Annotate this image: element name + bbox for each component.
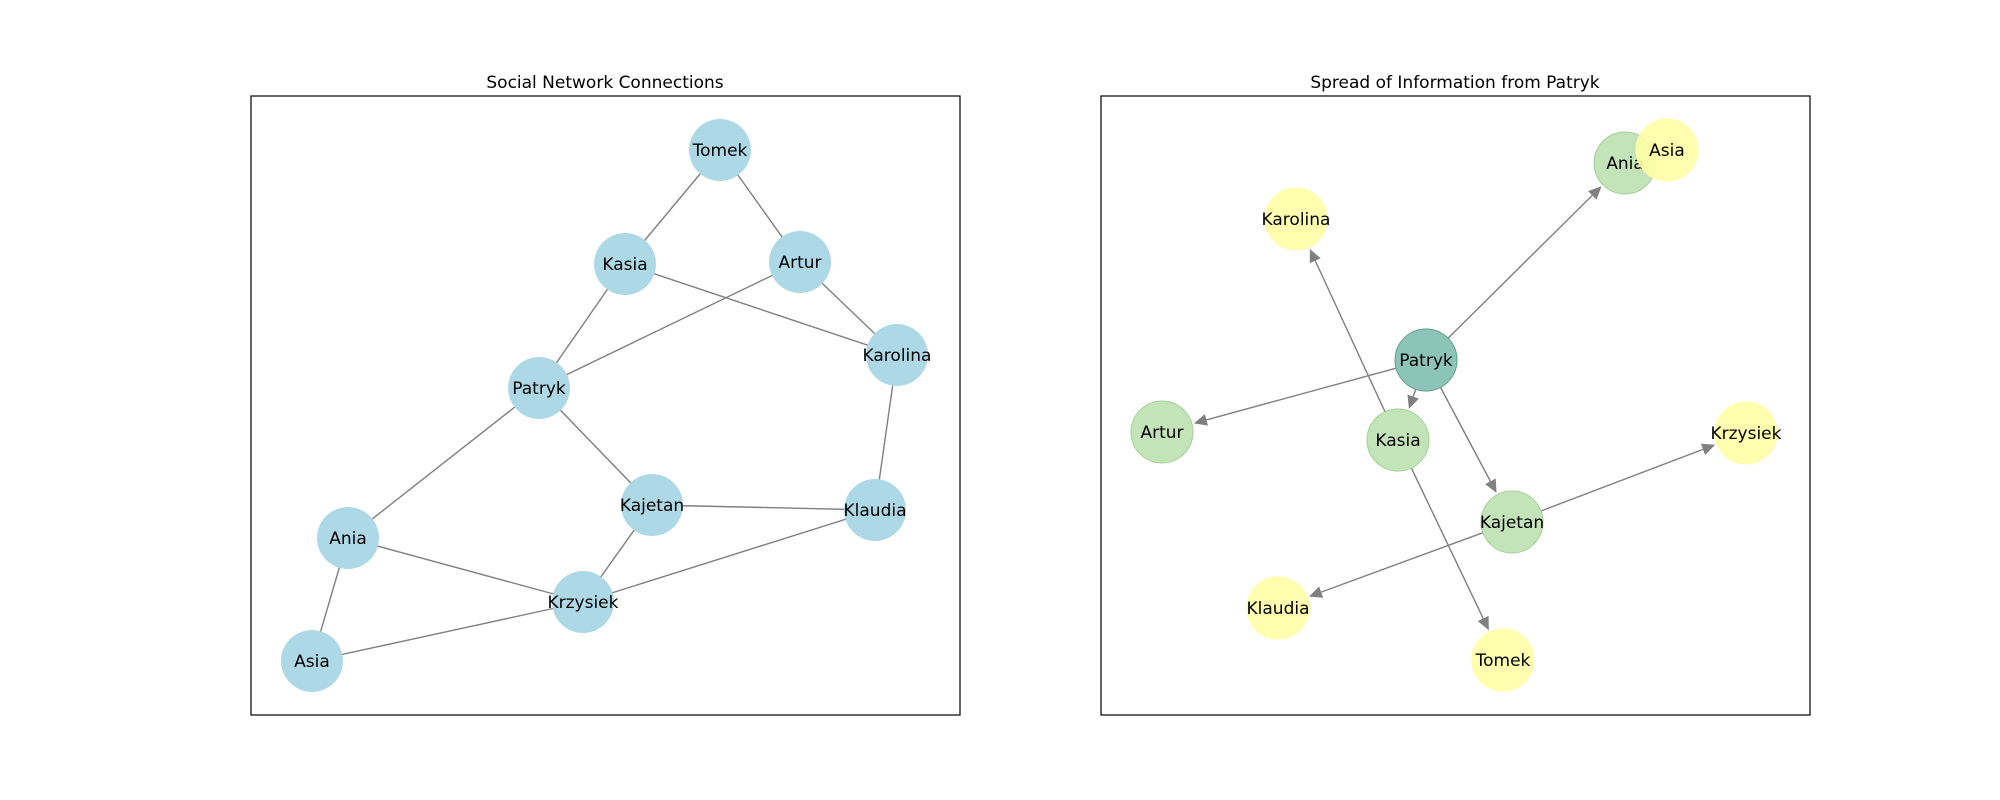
- node-circle-asia: [1635, 118, 1699, 182]
- arrow-kasia-tomek: [1410, 467, 1489, 631]
- panel-information-spread: Spread of Information from Patryk Patryk…: [1100, 73, 1811, 716]
- node-circle-patryk: [1394, 328, 1458, 392]
- panel-frame-social-network: [250, 95, 961, 716]
- node-krzysiek: Krzysiek: [1710, 401, 1782, 465]
- node-asia: Asia: [1635, 118, 1699, 182]
- panel-frame-information-spread: [1100, 95, 1811, 716]
- node-label-kajetan: Kajetan: [1480, 513, 1544, 533]
- node-circle-krzysiek: [552, 571, 614, 633]
- node-tomek: Tomek: [689, 119, 751, 181]
- node-label-tomek: Tomek: [692, 141, 748, 161]
- node-krzysiek: Krzysiek: [547, 571, 619, 633]
- edge-ania-krzysiek: [347, 537, 584, 603]
- edge-krzysiek-klaudia: [582, 509, 876, 603]
- edge-kajetan-klaudia: [651, 504, 876, 511]
- node-label-asia: Asia: [294, 652, 330, 672]
- node-label-kajetan: Kajetan: [620, 496, 684, 516]
- node-label-patryk: Patryk: [1399, 351, 1453, 371]
- node-label-ania: Ania: [329, 529, 367, 549]
- node-asia: Asia: [281, 630, 343, 692]
- node-label-klaudia: Klaudia: [844, 501, 907, 521]
- arrow-patryk-artur: [1193, 367, 1397, 426]
- node-kasia: Kasia: [1366, 408, 1430, 472]
- node-label-klaudia: Klaudia: [1247, 599, 1310, 619]
- node-circle-tomek: [1471, 628, 1535, 692]
- node-label-kasia: Kasia: [1375, 431, 1420, 451]
- node-label-krzysiek: Krzysiek: [1710, 424, 1781, 444]
- node-circle-asia: [281, 630, 343, 692]
- node-label-kasia: Kasia: [602, 255, 647, 275]
- node-tomek: Tomek: [1471, 628, 1535, 692]
- node-karolina: Karolina: [1262, 187, 1331, 251]
- node-klaudia: Klaudia: [844, 479, 907, 541]
- edge-patryk-ania: [347, 387, 540, 539]
- node-ania: Ania: [317, 507, 379, 569]
- node-label-asia: Asia: [1649, 141, 1685, 161]
- node-circle-karolina: [1264, 187, 1328, 251]
- node-circle-klaudia: [1246, 576, 1310, 640]
- node-circle-kasia: [594, 233, 656, 295]
- node-kasia: Kasia: [594, 233, 656, 295]
- arrow-kajetan-klaudia: [1308, 532, 1484, 598]
- node-label-artur: Artur: [1140, 423, 1183, 443]
- node-circle-tomek: [689, 119, 751, 181]
- node-label-karolina: Karolina: [863, 346, 932, 366]
- node-circle-karolina: [866, 324, 928, 386]
- node-circle-kasia: [1366, 408, 1430, 472]
- arrow-kasia-karolina: [1309, 248, 1386, 413]
- arrow-patryk-ania: [1447, 186, 1602, 339]
- node-patryk: Patryk: [508, 357, 570, 419]
- edge-asia-krzysiek: [311, 601, 584, 662]
- node-circle-patryk: [508, 357, 570, 419]
- node-artur: Artur: [769, 231, 831, 293]
- node-circle-artur: [1130, 400, 1194, 464]
- edge-layer-information-spread: [1193, 186, 1716, 631]
- arrow-patryk-kasia: [1407, 389, 1419, 409]
- arrow-kajetan-krzysiek: [1540, 443, 1716, 512]
- node-patryk: Patryk: [1394, 328, 1458, 392]
- node-circle-artur: [769, 231, 831, 293]
- panel-title-social-network: Social Network Connections: [486, 73, 723, 93]
- node-label-artur: Artur: [778, 253, 821, 273]
- node-klaudia: Klaudia: [1246, 576, 1310, 640]
- node-label-karolina: Karolina: [1262, 210, 1331, 230]
- node-circle-kajetan: [1480, 490, 1544, 554]
- node-circle-klaudia: [844, 479, 906, 541]
- arrow-patryk-kajetan: [1439, 387, 1497, 493]
- node-kajetan: Kajetan: [620, 474, 684, 536]
- node-circle-kajetan: [621, 474, 683, 536]
- node-circle-ania: [317, 507, 379, 569]
- edge-artur-patryk: [538, 261, 801, 389]
- node-label-tomek: Tomek: [1475, 651, 1531, 671]
- node-label-patryk: Patryk: [512, 379, 566, 399]
- node-artur: Artur: [1130, 400, 1194, 464]
- edge-kasia-karolina: [624, 263, 898, 356]
- node-label-krzysiek: Krzysiek: [547, 593, 618, 613]
- node-label-ania: Ania: [1606, 154, 1644, 174]
- node-kajetan: Kajetan: [1480, 490, 1544, 554]
- panel-title-information-spread: Spread of Information from Patryk: [1310, 73, 1599, 93]
- node-circle-krzysiek: [1714, 401, 1778, 465]
- node-karolina: Karolina: [863, 324, 932, 386]
